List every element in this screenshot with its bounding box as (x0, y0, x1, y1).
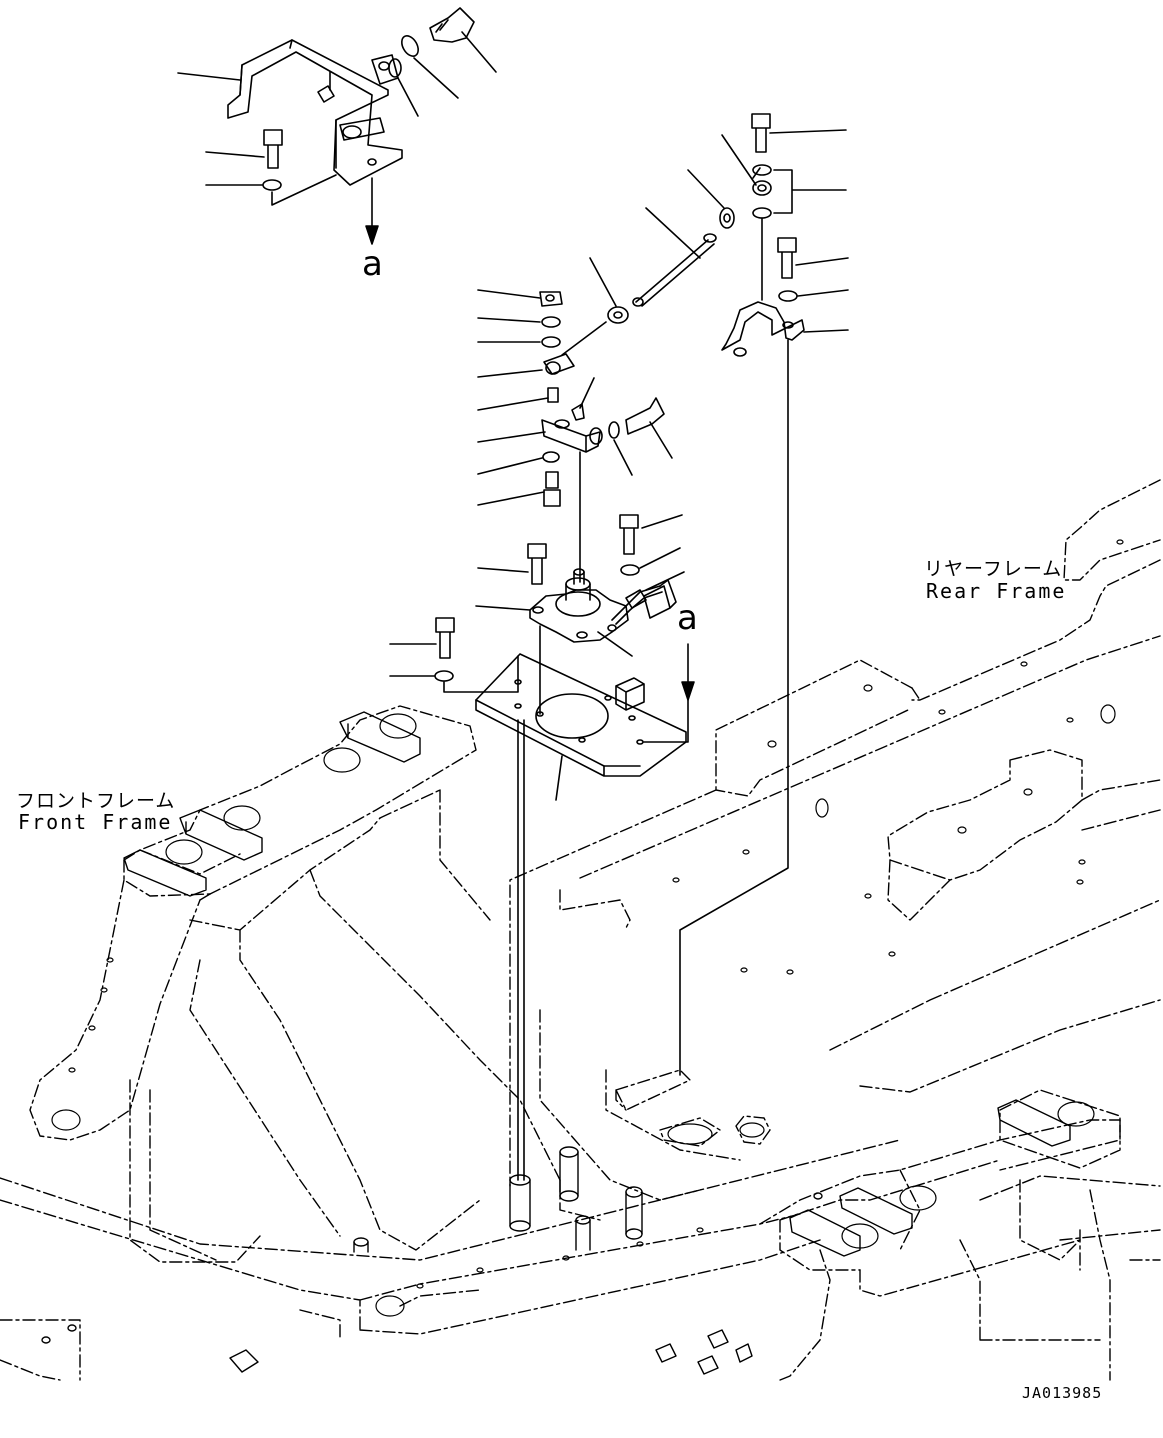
washer-center-1 (542, 317, 560, 327)
cover-bracket (228, 40, 402, 185)
key (572, 404, 584, 420)
nut-center (540, 292, 562, 306)
nut-right (753, 181, 771, 195)
pin (548, 388, 558, 402)
mounting-plate (390, 618, 694, 1180)
view-mark-mid: a (677, 598, 698, 638)
sensor-plate (476, 654, 686, 776)
link-rod-assembly (562, 168, 760, 355)
sensor-harness (612, 586, 662, 624)
view-mark-top: a (362, 244, 383, 284)
front-frame-pads (124, 712, 1070, 1256)
clip (340, 118, 384, 140)
frame-studs (42, 1147, 822, 1374)
washer-small-left (263, 180, 281, 190)
bolt-right-2 (778, 238, 796, 278)
rear-frame (510, 480, 1160, 1380)
cover-bracket-assembly (178, 8, 496, 244)
bolt-center (544, 472, 560, 506)
bolt-sensor-left (528, 544, 546, 584)
nut-rod-upper (720, 208, 734, 228)
washer-right-2 (753, 208, 771, 218)
bolt-angled (626, 398, 664, 434)
bolt-top (430, 8, 474, 42)
connector (644, 580, 676, 618)
washer-right-3 (779, 291, 797, 301)
washer-sensor-right (621, 565, 639, 575)
bolt-small-left (264, 130, 282, 168)
clamp-screw (318, 86, 334, 102)
center-fastener-stack (478, 290, 672, 582)
right-upper-fasteners (680, 114, 848, 1075)
washer-angled (609, 422, 619, 438)
rear-frame-label-jp: リヤーフレーム (924, 558, 1063, 580)
saddle-bracket (722, 302, 804, 350)
front-frame-label-en: Front Frame (18, 810, 173, 834)
rear-frame-holes (668, 540, 1123, 1144)
link-rod (636, 240, 714, 306)
front-frame-label-jp: フロントフレーム (16, 790, 176, 812)
washer-center-2 (542, 337, 560, 347)
front-frame-holes (52, 714, 1094, 1316)
bolt-right-1 (752, 114, 770, 152)
washer-plate (435, 671, 453, 681)
ball-joint (544, 354, 574, 374)
washer-center-3 (543, 452, 559, 462)
lever (542, 420, 600, 452)
washer-top (398, 33, 421, 59)
front-frame (0, 706, 1120, 1380)
rear-frame-label-en: Rear Frame (926, 579, 1067, 603)
nut-rod-lower (608, 307, 628, 323)
bolt-sensor-right (620, 515, 638, 554)
sensor-unit (476, 515, 684, 656)
bolt-plate (436, 618, 454, 658)
washer-right-1 (753, 165, 771, 175)
drawing-code: JA013985 (1022, 1384, 1103, 1402)
